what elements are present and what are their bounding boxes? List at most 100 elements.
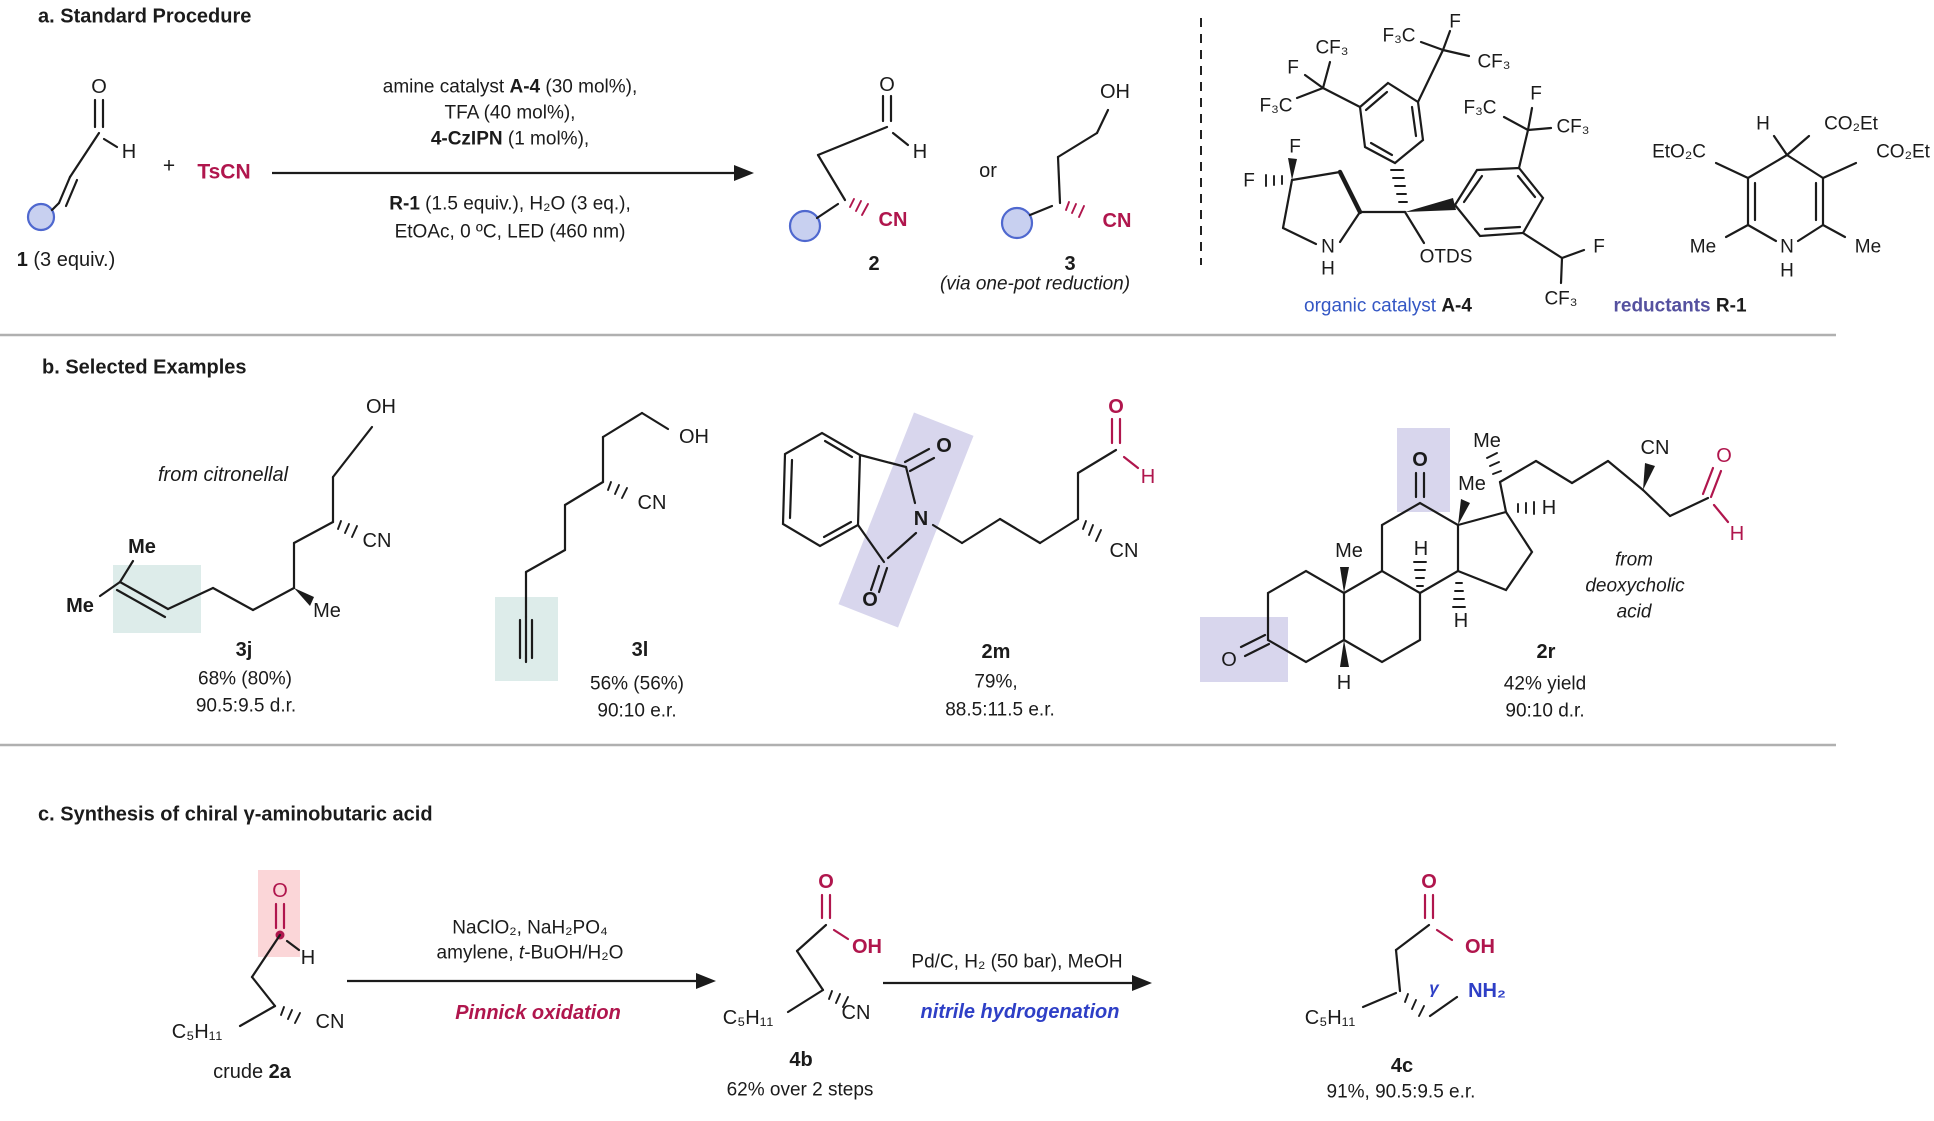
product2-number: 2 bbox=[868, 253, 880, 275]
ex-3l-yield: 56% (56%) bbox=[590, 673, 684, 695]
c-4c-NH2-label: NH₂ bbox=[1468, 980, 1506, 1002]
ex-2m-yield: 79%, bbox=[974, 671, 1018, 693]
product2-CN-label: CN bbox=[878, 209, 908, 231]
panel-c-title: c. Synthesis of chiral γ-aminobutaric ac… bbox=[38, 803, 433, 826]
ox-line2-italic: t bbox=[518, 942, 525, 964]
c-4b-c5h11-label: C₅H₁₁ bbox=[722, 1007, 774, 1029]
alkene-highlight-3j bbox=[113, 565, 201, 633]
structure-3l bbox=[518, 411, 670, 664]
panel-b-title: b. Selected Examples bbox=[42, 356, 247, 379]
ex-2r-Me-sidechain: Me bbox=[1473, 430, 1501, 452]
a4-f3c-label-3: F₃C bbox=[1463, 97, 1497, 119]
cond1-catalyst-ref: A-4 bbox=[509, 76, 541, 98]
c-4b-id: 4b bbox=[789, 1049, 813, 1071]
a4-f-label-2: F bbox=[1449, 11, 1461, 33]
ex-2r-H-c14: H bbox=[1453, 610, 1469, 632]
condition-line-2: TFA (40 mol%), bbox=[444, 102, 576, 124]
aldehyde-highlight-2a bbox=[258, 870, 300, 957]
c-2a-CN-label: CN bbox=[315, 1011, 345, 1033]
product2-O-label: O bbox=[879, 74, 895, 96]
a4-caption-bold: A-4 bbox=[1441, 295, 1472, 317]
c-2a-c5h11-label: C₅H₁₁ bbox=[171, 1021, 223, 1043]
substrate-number-bold: 1 bbox=[16, 249, 28, 271]
arrow-hydrogenation bbox=[883, 975, 1152, 991]
structure-2m bbox=[781, 417, 1140, 594]
ex-2r-H-c9: H bbox=[1413, 538, 1429, 560]
a4-caption: organic catalyst A-4 bbox=[1304, 297, 1472, 316]
c-4c-O-label: O bbox=[1421, 871, 1437, 893]
r1-me-left: Me bbox=[1689, 236, 1717, 258]
a4-f-label-1: F bbox=[1287, 57, 1299, 79]
substrate-number: 1 (3 equiv.) bbox=[17, 250, 116, 270]
ex-2r-note-3: acid bbox=[1616, 601, 1652, 623]
structure-4c bbox=[1361, 893, 1459, 1018]
ex-2r-CN: CN bbox=[1640, 437, 1670, 459]
ox-line2-post: -BuOH/H₂O bbox=[524, 942, 624, 964]
a4-f-label-4: F bbox=[1593, 236, 1605, 258]
r1-caption-text: reductants bbox=[1613, 295, 1716, 317]
ex-3l-ratio: 90:10 e.r. bbox=[597, 700, 677, 722]
ex-3j-id: 3j bbox=[235, 639, 253, 661]
ex-3j-Me-right: Me bbox=[313, 600, 341, 622]
ex-2m-id: 2m bbox=[981, 641, 1011, 663]
oxidation-reagents-line2: amylene, t-BuOH/H₂O bbox=[437, 944, 624, 963]
r1-co2et-right: CO₂Et bbox=[1876, 141, 1930, 163]
ex-2m-ratio: 88.5:11.5 e.r. bbox=[945, 699, 1055, 721]
c-4b-CN-label: CN bbox=[841, 1002, 871, 1024]
ex-2r-yield: 42% yield bbox=[1503, 673, 1587, 695]
c-4c-OH-label: OH bbox=[1465, 936, 1495, 958]
ex-2r-note-1: from bbox=[1615, 549, 1653, 571]
ex-2m-O-aldehyde: O bbox=[1108, 396, 1124, 418]
ex-2m-CN: CN bbox=[1109, 540, 1139, 562]
a4-f-label-3: F bbox=[1530, 83, 1542, 105]
r1-eto2c-left: EtO₂C bbox=[1652, 141, 1706, 163]
ex-2m-O-top: O bbox=[936, 435, 952, 457]
c-4c-stat: 91%, 90.5:9.5 e.r. bbox=[1326, 1081, 1476, 1103]
ex-3j-Me-top: Me bbox=[128, 536, 156, 558]
structure-catalyst-A4 bbox=[1265, 29, 1586, 285]
panel-a-title: a. Standard Procedure bbox=[38, 5, 252, 28]
ex-2r-note-2: deoxycholic bbox=[1585, 575, 1685, 597]
r1-caption-bold: R-1 bbox=[1715, 295, 1747, 317]
ex-2m-O-bottom: O bbox=[862, 589, 878, 611]
product3-number: 3 bbox=[1064, 253, 1076, 275]
a4-cf3-label-3: CF₃ bbox=[1556, 116, 1590, 138]
ex-2r-O-aldehyde: O bbox=[1716, 445, 1732, 467]
c-4b-stat: 62% over 2 steps bbox=[726, 1079, 874, 1101]
a4-f3c-label-1: F₃C bbox=[1259, 95, 1293, 117]
structure-2a bbox=[238, 902, 301, 1028]
ex-2r-Me-c13: Me bbox=[1458, 473, 1486, 495]
ex-2r-id: 2r bbox=[1536, 641, 1556, 663]
ex-3j-CN: CN bbox=[362, 530, 392, 552]
ex-2r-H-aldehyde: H bbox=[1729, 523, 1745, 545]
tscn-reagent-label: TsCN bbox=[197, 160, 251, 184]
ex-2r-O-top: O bbox=[1412, 449, 1428, 471]
condition-line-1: amine catalyst A-4 (30 mol%), bbox=[383, 78, 638, 97]
a4-otds-label: OTDS bbox=[1419, 246, 1473, 268]
a4-f-label-6: F bbox=[1243, 170, 1255, 192]
c-2a-caption-pre: crude bbox=[213, 1061, 269, 1083]
a4-f-label-5: F bbox=[1289, 136, 1301, 158]
or-text: or bbox=[979, 160, 997, 182]
product3-CN-label: CN bbox=[1102, 210, 1132, 232]
structure-2r bbox=[1239, 452, 1730, 667]
cond4-post: (1.5 equiv.), H₂O (3 eq.), bbox=[419, 193, 631, 215]
ex-3l-CN: CN bbox=[637, 492, 667, 514]
plus-sign: + bbox=[162, 154, 176, 178]
ex-2m-N: N bbox=[913, 508, 929, 530]
cond3-post: (1 mol%), bbox=[502, 128, 590, 150]
cond4-reductant-ref: R-1 bbox=[389, 193, 420, 215]
r1-me-right: Me bbox=[1854, 236, 1882, 258]
substrate-H-label: H bbox=[121, 141, 137, 163]
ex-3j-source-note: from citronellal bbox=[157, 464, 289, 486]
r1-nh-h-label: H bbox=[1780, 260, 1794, 282]
c-2a-H-label: H bbox=[300, 947, 316, 969]
c-4c-id: 4c bbox=[1390, 1055, 1414, 1077]
c-2a-O-label: O bbox=[272, 880, 288, 902]
c-4c-c5h11-label: C₅H₁₁ bbox=[1304, 1007, 1356, 1029]
ex-3j-OH: OH bbox=[366, 396, 396, 418]
a4-n-label: N bbox=[1321, 236, 1335, 258]
hydrogenation-reagents: Pd/C, H₂ (50 bar), MeOH bbox=[911, 951, 1123, 973]
